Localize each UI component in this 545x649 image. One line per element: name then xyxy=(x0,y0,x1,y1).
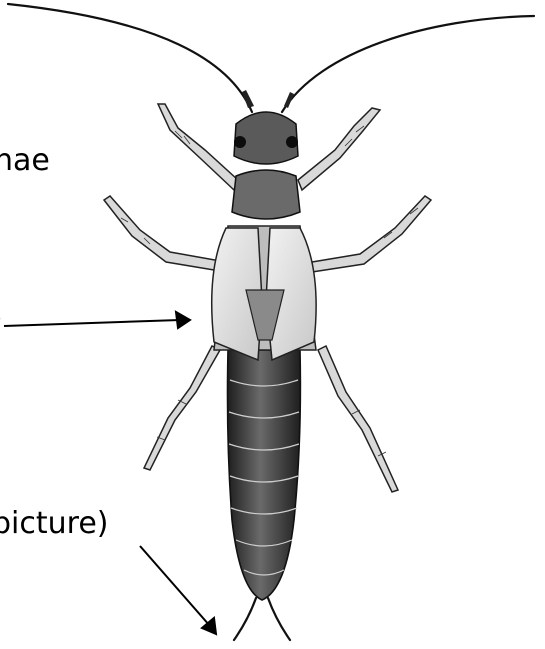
wings-arrow-line xyxy=(4,320,180,326)
right-antenna xyxy=(282,16,534,112)
hind-right-leg xyxy=(318,346,398,492)
left-cercus xyxy=(234,598,256,640)
wings-label: s xyxy=(0,299,2,329)
right-eye xyxy=(286,136,298,148)
antennae xyxy=(8,4,534,112)
mid-left-leg xyxy=(104,196,226,272)
antennae-label: nae xyxy=(0,146,50,176)
head xyxy=(234,90,298,164)
cerci-arrow-line xyxy=(140,546,210,626)
cerci xyxy=(234,598,290,640)
hind-left-leg xyxy=(144,346,220,470)
front-right-leg xyxy=(298,108,380,190)
abdomen-body xyxy=(228,350,301,600)
right-mandible xyxy=(284,92,294,108)
right-cercus xyxy=(268,598,290,640)
thorax xyxy=(212,226,316,360)
left-eye xyxy=(234,136,246,148)
left-mandible xyxy=(242,90,254,108)
pronotum xyxy=(232,170,300,219)
abdomen xyxy=(228,350,301,600)
front-left-leg xyxy=(158,104,238,190)
wings-arrowhead xyxy=(176,312,190,328)
pointer-arrows xyxy=(4,312,216,634)
mid-right-leg xyxy=(312,196,431,272)
cerci-label: picture) xyxy=(0,509,108,539)
left-antenna xyxy=(8,4,252,112)
